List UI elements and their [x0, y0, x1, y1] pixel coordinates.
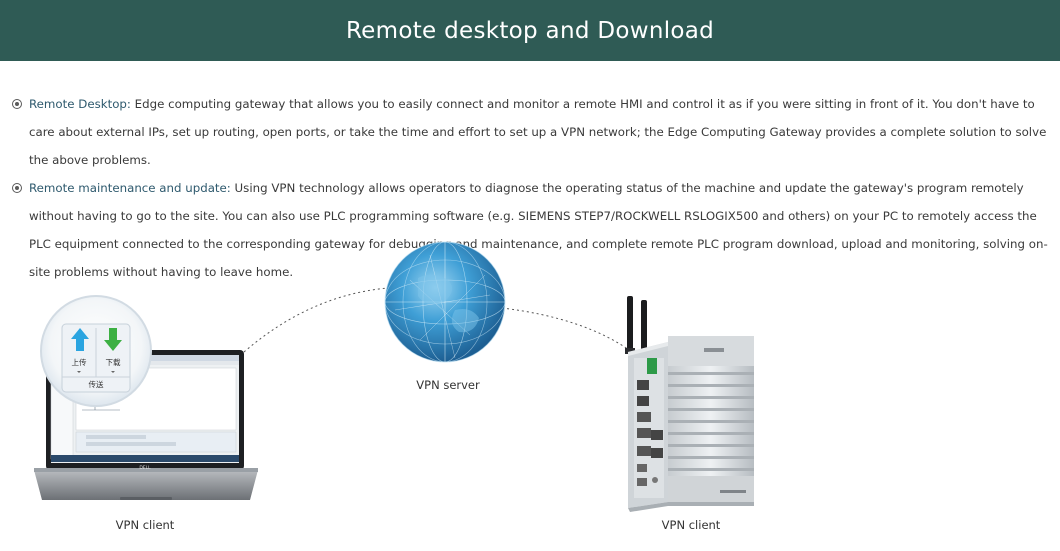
connection-line-right: [501, 307, 633, 353]
laptop-client-label: VPN client: [115, 518, 175, 532]
radio-bullet-icon: [12, 99, 22, 109]
remote-maintenance-paragraph: Remote maintenance and update: Using VPN…: [12, 174, 1052, 286]
page-title: Remote desktop and Download: [345, 17, 715, 44]
remote-maintenance-text: Using VPN technology allows operators to…: [29, 181, 1048, 279]
gateway-client-label: VPN client: [661, 518, 721, 532]
download-label: 下载: [106, 357, 121, 367]
globe-icon: [384, 241, 506, 363]
transfer-bubble: 上传 下载 传送: [40, 295, 152, 407]
download-arrow-icon[interactable]: [104, 328, 122, 351]
header-banner: Remote desktop and Download: [0, 0, 1060, 61]
remote-desktop-paragraph: Remote Desktop: Edge computing gateway t…: [12, 90, 1052, 174]
gateway-device-icon: [625, 296, 754, 512]
upload-label: 上传: [72, 357, 87, 367]
radio-bullet-icon: [12, 183, 22, 193]
vpn-diagram-svg: DELL 上传 下载 传送: [34, 241, 754, 512]
vpn-server-label: VPN server: [416, 378, 480, 392]
connection-line-left: [243, 287, 389, 353]
remote-maintenance-lead: Remote maintenance and update:: [29, 181, 231, 195]
upload-arrow-icon[interactable]: [71, 328, 89, 351]
remote-desktop-lead: Remote Desktop:: [29, 97, 131, 111]
remote-desktop-text: Edge computing gateway that allows you t…: [29, 97, 1047, 167]
description-section: Remote Desktop: Edge computing gateway t…: [12, 90, 1052, 286]
vpn-diagram: DELL 上传 下载 传送: [0, 240, 1060, 547]
transfer-label: 传送: [89, 379, 104, 389]
laptop-brand-label: DELL: [139, 465, 151, 471]
